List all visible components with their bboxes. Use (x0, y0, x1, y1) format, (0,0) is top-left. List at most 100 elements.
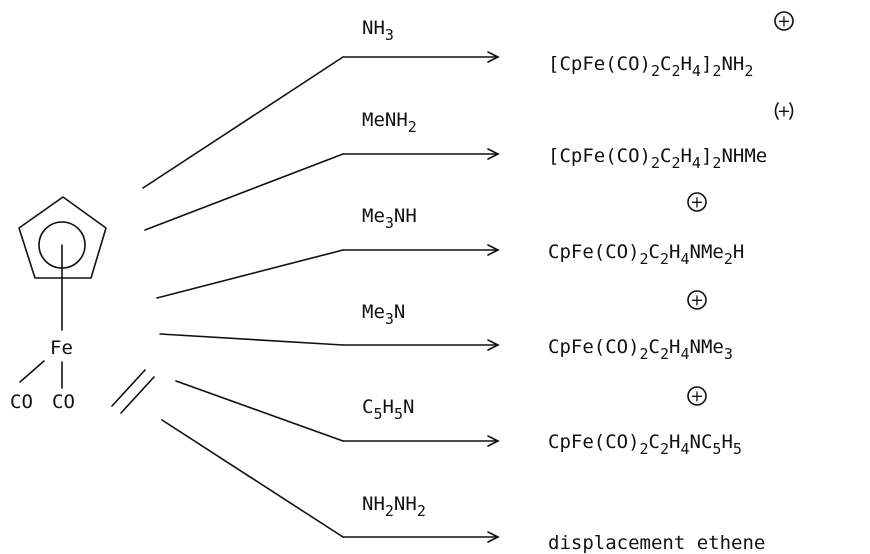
arrowhead-icon (487, 51, 500, 63)
product-part: 2 (640, 250, 649, 268)
product-part: 2 (660, 345, 669, 363)
reagent-part: NH (362, 17, 385, 39)
product-part: 2 (724, 250, 733, 268)
charge-circle (687, 290, 707, 310)
product-part: 2 (712, 62, 721, 80)
product-part: H (680, 53, 691, 75)
reagent-label: NH3 (362, 17, 394, 44)
connector-line (161, 419, 344, 538)
charge-parenthesis-right (789, 102, 794, 120)
reagent-label: Me3N (362, 301, 405, 328)
product-part: NH (721, 53, 744, 75)
reagent-label: C5H5N (362, 396, 414, 423)
charge-sign: + (777, 102, 790, 121)
product-part: ] (701, 145, 712, 167)
product-part: NMe (690, 336, 724, 358)
arrowhead-icon (487, 531, 500, 543)
product-part: 2 (660, 440, 669, 458)
charge-circle (687, 192, 707, 212)
charge-parenthesis-left (774, 102, 779, 120)
reagent-label: NH2NH2 (362, 493, 426, 520)
reagent-part: 2 (385, 502, 394, 520)
product-part: H (680, 145, 691, 167)
product-part: 2 (712, 154, 721, 172)
product-part: C (649, 431, 660, 453)
product-part: [CpFe(CO) (548, 145, 651, 167)
reagent-part: N (394, 301, 405, 323)
charge-sign: + (690, 193, 703, 212)
product-part: 2 (651, 154, 660, 172)
product-part: H (669, 241, 680, 263)
arrowhead-icon (487, 339, 500, 351)
co-ligand-center: CO (52, 391, 75, 413)
product-formula: CpFe(CO)2C2H4NC5H5 (548, 431, 742, 458)
positive-charge-icon: + (687, 192, 707, 212)
product-part: 2 (671, 62, 680, 80)
reagent-part: NH (362, 493, 385, 515)
product-part: [CpFe(CO) (548, 53, 651, 75)
reaction-6: NH2NH2 displacement ethene (161, 419, 765, 554)
reagent-part: 2 (417, 502, 426, 520)
charge-circle (774, 11, 794, 31)
iron-co-bond-left (19, 360, 45, 383)
product-part: H (721, 431, 732, 453)
product-part: ] (701, 53, 712, 75)
product-part: 2 (744, 62, 753, 80)
product-part: 2 (651, 62, 660, 80)
positive-charge-icon: + (774, 102, 794, 121)
ethene-bond-1 (111, 369, 146, 407)
arrowhead-icon (487, 435, 500, 447)
connector-line (142, 56, 344, 189)
product-part: CpFe(CO) (548, 431, 640, 453)
reaction-1: NH3[CpFe(CO)2C2H4]2NH2+ (142, 11, 794, 189)
reagent-part: H (382, 396, 393, 418)
product-part: C (660, 53, 671, 75)
arrowhead-icon (487, 148, 500, 160)
product-part: 4 (692, 62, 701, 80)
product-formula: CpFe(CO)2C2H4NMe2H (548, 241, 744, 268)
charge-sign: + (690, 291, 703, 310)
connector-line (159, 333, 344, 346)
arrowhead-icon (487, 244, 500, 256)
product-part: H (669, 431, 680, 453)
reaction-branches: NH3[CpFe(CO)2C2H4]2NH2+MeNH2[CpFe(CO)2C2… (142, 11, 794, 554)
reagent-part: 5 (394, 405, 403, 423)
ethene-bond-2 (120, 376, 155, 414)
product-part: displacement ethene (548, 532, 765, 554)
product-part: 5 (733, 440, 742, 458)
charge-sign: + (777, 12, 790, 31)
product-part: 3 (724, 345, 733, 363)
reagent-part: 3 (385, 310, 394, 328)
reagent-part: Me (362, 301, 385, 323)
reagent-part: 3 (385, 26, 394, 44)
reagent-part: Me (362, 205, 385, 227)
product-part: 2 (640, 440, 649, 458)
reagent-label: Me3NH (362, 205, 417, 232)
reagent-part: 5 (373, 405, 382, 423)
reagent-label: MeNH2 (362, 109, 417, 136)
reaction-2: MeNH2[CpFe(CO)2C2H4]2NHMe+ (144, 102, 794, 231)
reagent-part: N (403, 396, 414, 418)
reagent-part: C (362, 396, 373, 418)
charge-circle (687, 386, 707, 406)
product-part: CpFe(CO) (548, 241, 640, 263)
reagent-part: 2 (408, 118, 417, 136)
product-formula: CpFe(CO)2C2H4NMe3 (548, 336, 733, 363)
iron-complex: Fe CO CO (10, 196, 155, 414)
product-part: H (669, 336, 680, 358)
charge-sign: + (690, 387, 703, 406)
connector-line (175, 380, 344, 442)
product-part: NHMe (721, 145, 767, 167)
connector-line (144, 153, 344, 231)
product-part: 4 (680, 250, 689, 268)
reagent-part: MeNH (362, 109, 408, 131)
reagent-part: 3 (385, 214, 394, 232)
positive-charge-icon: + (687, 290, 707, 310)
product-part: 5 (712, 440, 721, 458)
product-part: NC (690, 431, 713, 453)
product-part: CpFe(CO) (548, 336, 640, 358)
co-ligand-left: CO (10, 391, 33, 413)
